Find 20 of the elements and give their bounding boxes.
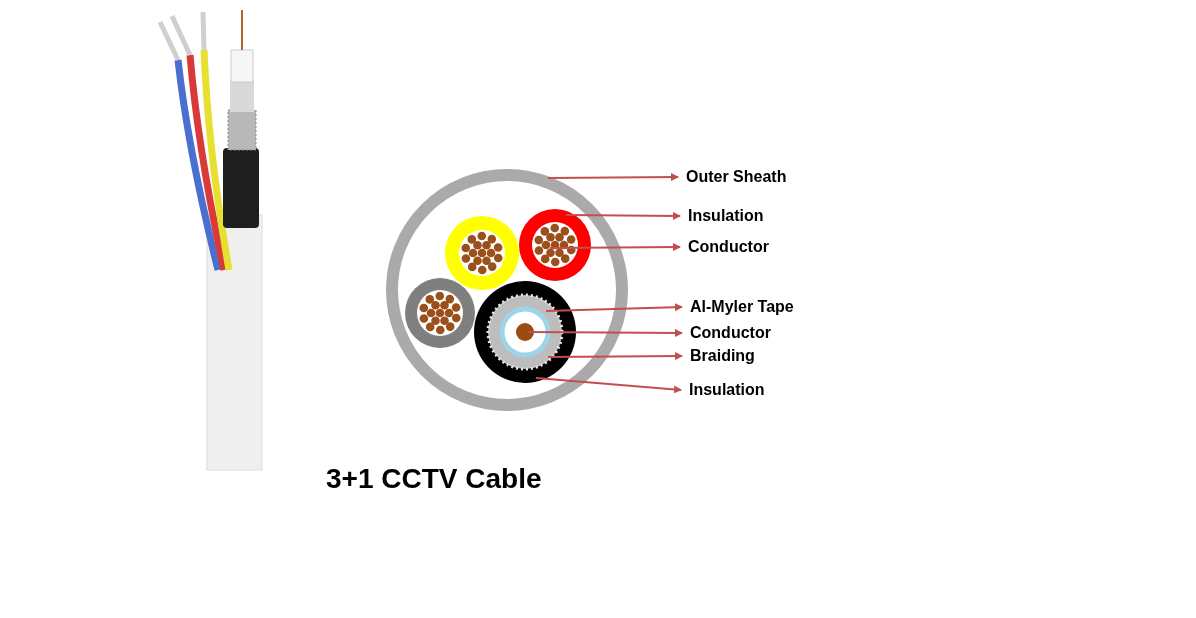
leader-line <box>545 303 683 312</box>
leader-line <box>549 243 681 252</box>
part-label: Al-Myler Tape <box>690 298 794 316</box>
part-label: Braiding <box>690 347 755 365</box>
leader-line <box>565 211 681 220</box>
part-label: Outer Sheath <box>686 168 787 186</box>
conductor-core <box>516 323 534 341</box>
leader-line <box>547 173 679 182</box>
leader-line <box>547 352 683 361</box>
title: 3+1 CCTV Cable <box>326 462 542 496</box>
braiding-ring <box>486 293 564 371</box>
leader-line <box>535 377 682 394</box>
foil-tape-ring <box>499 306 551 358</box>
part-label: Conductor <box>688 238 769 256</box>
insulation-ring <box>519 209 591 281</box>
part-label: Insulation <box>688 207 764 225</box>
part-label: Insulation <box>689 381 765 399</box>
insulation-jacket <box>474 281 576 383</box>
part-label: Conductor <box>690 324 771 342</box>
conductor-strands <box>534 223 576 267</box>
